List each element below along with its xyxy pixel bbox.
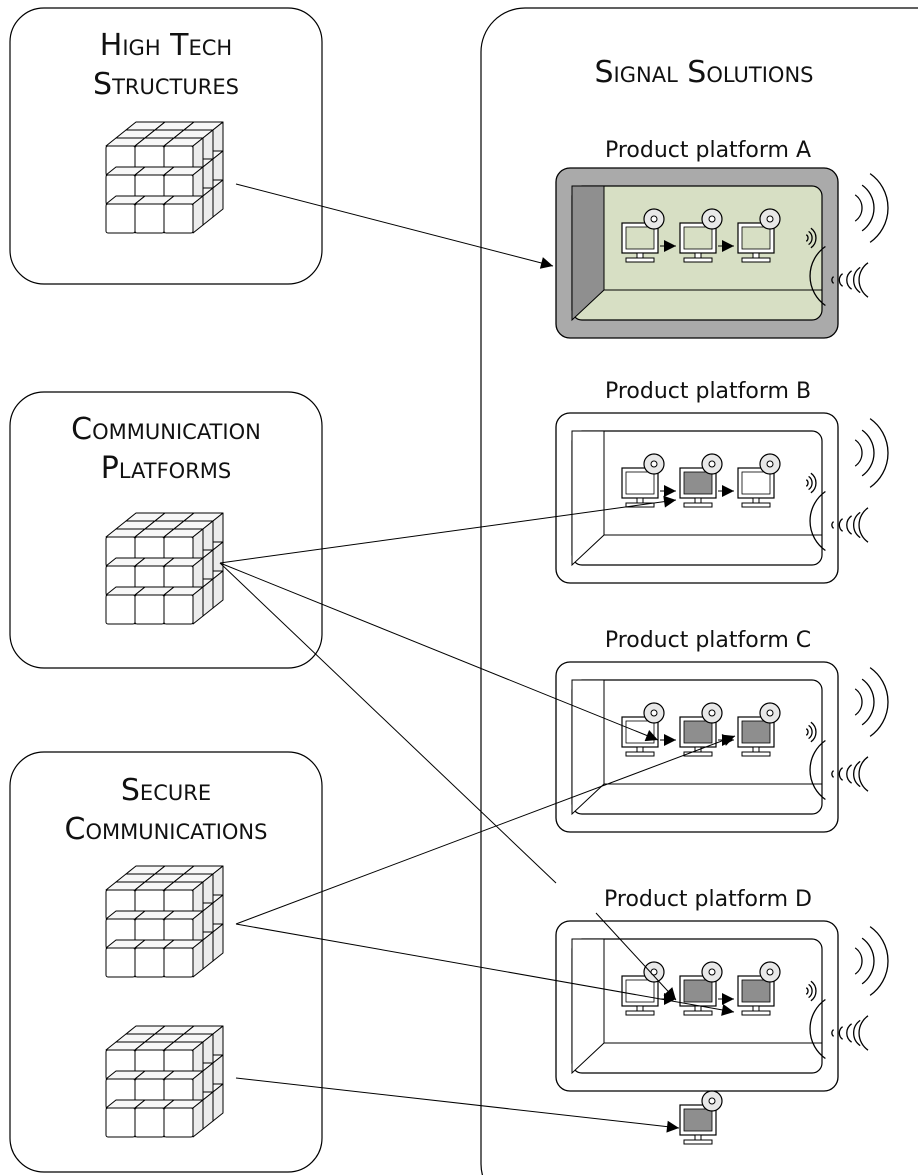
computer-with-disc-icon (679, 453, 723, 508)
standalone-computer (679, 1090, 723, 1145)
secure-title-line2: Communications (65, 812, 268, 847)
computer-with-disc-icon (737, 961, 781, 1016)
cube-stack-secure-1 (105, 865, 224, 978)
platform-d-box (555, 920, 889, 1092)
product-platforms (555, 167, 889, 1092)
platform-c-box (555, 661, 889, 833)
computer-with-disc-icon (737, 453, 781, 508)
cube-stack-high-tech (105, 121, 224, 234)
block-cube-icon (163, 1099, 204, 1138)
computer-with-disc-icon (621, 961, 665, 1016)
cube-stack-secure-2 (105, 1025, 224, 1138)
signal-solutions-title: Signal Solutions (594, 55, 813, 90)
computer-with-disc-icon (737, 208, 781, 263)
computer-with-disc-icon (621, 453, 665, 508)
connector-arrow (219, 562, 659, 742)
radio-waves-icon (805, 667, 889, 801)
cube-stacks (105, 121, 224, 1138)
block-cube-icon (163, 195, 204, 234)
connector-arrow (235, 1077, 680, 1133)
high-tech-title-line2: Structures (93, 67, 239, 102)
computer-with-disc-icon (679, 961, 723, 1016)
communication-title-line1: Communication (71, 412, 261, 447)
platform-a-box (555, 167, 889, 339)
connector-arrow (235, 734, 736, 925)
radio-waves-icon (805, 926, 889, 1060)
block-cube-icon (163, 939, 204, 978)
platform-b-label: Product platform B (605, 379, 811, 404)
standalone-computer-icon (679, 1090, 723, 1145)
platform-c-label: Product platform C (605, 628, 811, 653)
secure-title-line1: Secure (121, 773, 211, 808)
cube-stack-communication (105, 512, 224, 625)
connector-arrow (219, 562, 557, 884)
computer-with-disc-icon (737, 702, 781, 757)
block-cube-icon (163, 586, 204, 625)
connector-arrow (595, 912, 677, 1001)
radio-waves-icon (805, 418, 889, 552)
connectors (219, 183, 736, 1133)
computer-with-disc-icon (679, 208, 723, 263)
platform-a-label: Product platform A (605, 138, 811, 163)
communication-title-line2: Platforms (101, 451, 231, 486)
computer-with-disc-icon (621, 208, 665, 263)
connector-arrow (235, 183, 554, 269)
connector-arrow (219, 495, 677, 564)
platform-b-box (555, 412, 889, 584)
computer-with-disc-icon (679, 702, 723, 757)
high-tech-title-line1: High Tech (100, 28, 232, 63)
platform-d-label: Product platform D (604, 887, 812, 912)
radio-waves-icon (805, 173, 889, 307)
connector-arrow (235, 923, 735, 1016)
